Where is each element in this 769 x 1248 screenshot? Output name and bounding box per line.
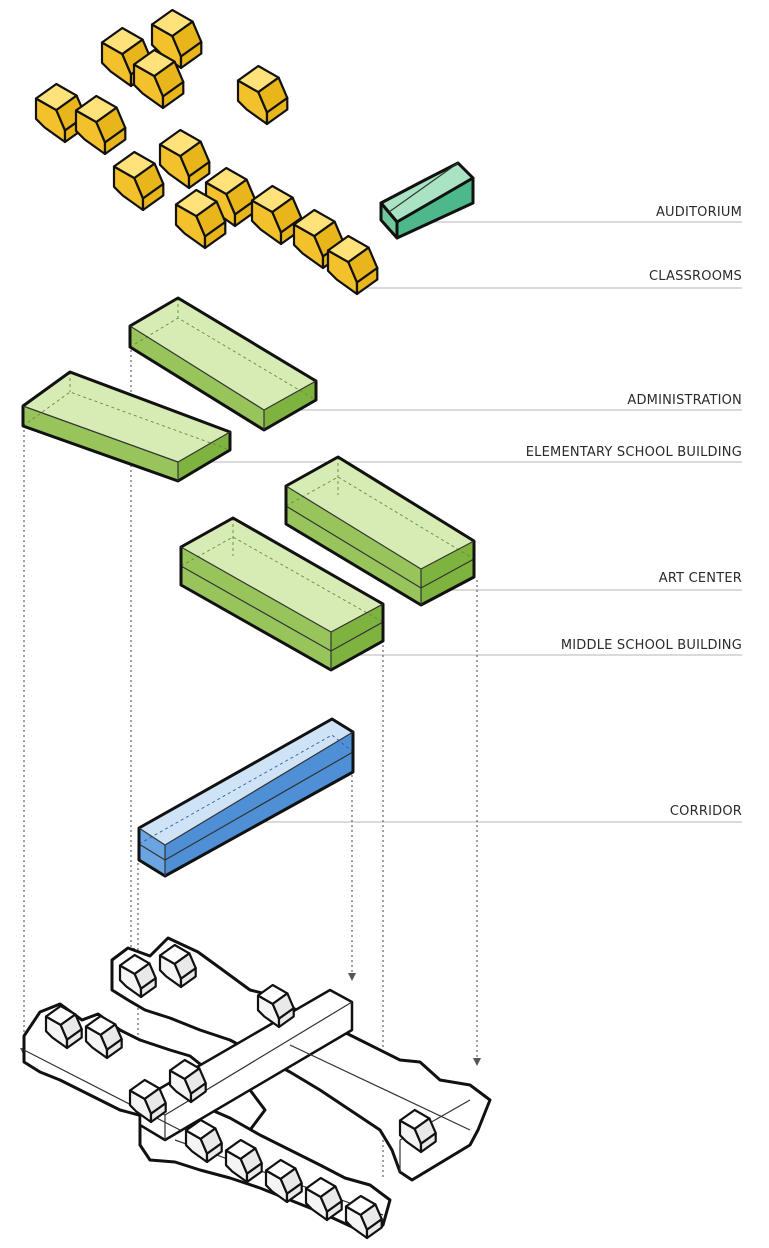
middle-school-top — [181, 518, 383, 632]
campus-roof-2 — [158, 943, 197, 989]
campus-roof-9 — [224, 1138, 263, 1184]
label-administration: ADMINISTRATION — [627, 393, 742, 408]
campus-roof-13 — [398, 1108, 437, 1154]
classroom-house-10 — [174, 188, 227, 250]
assembled-campus — [22, 936, 492, 1240]
elementary-outline — [21, 370, 232, 483]
elementary-top — [23, 372, 230, 462]
campus-roof-7 — [128, 1078, 167, 1124]
label-corridor: CORRIDOR — [670, 804, 742, 819]
classroom-house-8 — [112, 150, 165, 212]
elementary-right — [178, 432, 230, 481]
art-center-block — [284, 455, 476, 607]
classroom-house-6 — [74, 94, 127, 156]
drop-arrow-4 — [348, 973, 356, 981]
administration-outline — [128, 296, 318, 432]
classroom-house-7 — [158, 128, 211, 190]
drop-arrow-6 — [473, 1058, 481, 1066]
administration-block — [128, 296, 318, 432]
campus-roof-5 — [84, 1014, 123, 1060]
classroom-house-11 — [250, 184, 303, 246]
elementary-school-block — [21, 370, 232, 483]
label-middle-school: MIDDLE SCHOOL BUILDING — [561, 638, 742, 653]
art-center-outline — [284, 455, 476, 607]
elementary-left — [23, 406, 178, 481]
label-classrooms: CLASSROOMS — [649, 269, 742, 284]
classroom-house-2 — [150, 8, 203, 70]
administration-left — [130, 326, 264, 430]
campus-corridor — [138, 988, 354, 1142]
auditorium-side — [395, 176, 475, 240]
classrooms-cluster — [34, 8, 379, 296]
art-center-top — [286, 457, 474, 569]
auditorium-ridge — [388, 162, 459, 213]
campus-roof-12 — [344, 1194, 383, 1240]
campus-roof-11 — [304, 1176, 343, 1222]
corridor-side — [165, 732, 353, 876]
label-art-center: ART CENTER — [659, 571, 742, 586]
campus-roof-4 — [44, 1004, 83, 1050]
campus-roof-6 — [168, 1058, 207, 1104]
label-elementary: ELEMENTARY SCHOOL BUILDING — [526, 445, 742, 460]
campus-roof-1 — [118, 953, 157, 999]
classroom-house-3 — [132, 48, 185, 110]
administration-top — [130, 298, 316, 410]
corridor-block — [137, 717, 355, 878]
campus-roof-10 — [264, 1158, 303, 1204]
middle-school-block — [179, 516, 385, 672]
classroom-house-13 — [326, 234, 379, 296]
auditorium-block — [379, 161, 475, 240]
administration-right — [264, 381, 316, 430]
middle-school-outline — [179, 516, 385, 672]
art-center-left — [286, 486, 421, 605]
campus-roof-3 — [256, 983, 295, 1029]
labels: AUDITORIUM CLASSROOMS ADMINISTRATION ELE… — [526, 205, 742, 819]
label-auditorium: AUDITORIUM — [656, 205, 742, 220]
corridor-outline — [137, 717, 355, 878]
classroom-house-4 — [236, 64, 289, 126]
leader-lines — [175, 221, 742, 823]
campus-roof-8 — [184, 1118, 223, 1164]
